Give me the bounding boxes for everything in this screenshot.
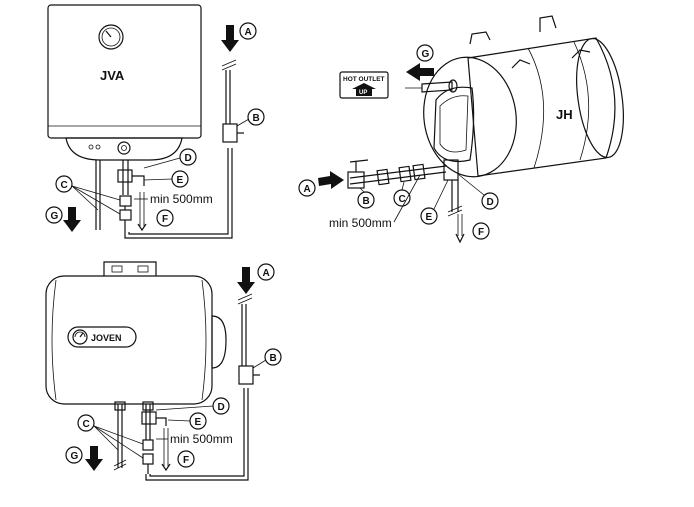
svg-text:F: F [162,214,168,225]
svg-text:D: D [185,153,192,164]
svg-text:B: B [253,113,260,124]
hot-outlet-tag: HOT OUTLET UP [339,71,389,99]
svg-text:B: B [363,196,370,207]
jva-callout-c: C [55,175,73,193]
svg-text:A: A [245,27,252,38]
joven-min-distance-label: min 500mm [170,432,233,446]
joven-callout-a: A [257,263,275,281]
joven-callout-g: G [65,446,83,464]
jva-callout-b: B [247,108,265,126]
hot-outlet-up-text: UP [359,90,367,96]
joven-arrow-a-icon [237,267,255,294]
jva-diagram: JVA A [45,4,265,239]
joven-arrow-g-icon [85,446,103,471]
svg-text:D: D [487,197,494,208]
hot-outlet-up-arrow-icon [352,83,376,96]
jva-thermostat-knob [117,141,131,155]
jh-callout-g: G [416,44,434,62]
jh-arrow-a-icon [318,171,344,189]
jh-relief-valve-d [443,159,459,181]
svg-text:E: E [177,175,184,186]
joven-brand-label: JOVEN [91,333,122,343]
svg-text:E: E [195,417,202,428]
jh-min-distance-label: min 500mm [329,216,392,230]
jh-diagram: JH HOT OUTLET UP G A B [298,15,624,244]
joven-callout-d: D [212,397,230,415]
jva-arrow-a-icon [221,25,239,52]
joven-stop-valve-b [238,365,254,385]
joven-diagram: JOVEN A B D [45,261,282,481]
jh-arrow-g-icon [406,63,434,81]
jva-arrow-g-icon [63,207,81,232]
jva-fitting-c1 [119,195,132,207]
svg-text:E: E [426,212,433,223]
jva-gauge-icon [98,24,124,50]
hot-outlet-text: HOT OUTLET [343,76,385,83]
joven-tank-body [45,275,213,405]
svg-text:G: G [51,211,59,222]
svg-text:F: F [478,227,484,238]
svg-text:B: B [270,353,277,364]
svg-text:A: A [304,184,311,195]
joven-callout-c: C [77,414,95,432]
jva-callout-e: E [171,170,189,188]
jh-callout-a: A [298,179,316,197]
jva-callout-a: A [239,22,257,40]
joven-relief-valve-e [141,411,157,425]
joven-callout-b: B [264,348,282,366]
jva-relief-valve-e [117,169,133,183]
svg-text:G: G [422,49,430,60]
jh-tank-body [467,37,616,177]
svg-text:C: C [61,180,68,191]
jh-callout-e: E [420,207,438,225]
jh-stop-valve-b [347,171,365,189]
jva-tank-body [47,4,202,139]
jva-model-label: JVA [100,68,125,83]
jh-callout-d: D [481,192,499,210]
svg-text:F: F [183,455,189,466]
svg-text:C: C [83,419,90,430]
jva-callout-g: G [45,206,63,224]
jva-callout-d: D [179,148,197,166]
svg-text:A: A [263,268,270,279]
jh-callout-b: B [357,191,375,209]
jh-model-label: JH [556,107,573,122]
jva-min-distance-label: min 500mm [150,192,213,206]
jh-callout-f: F [472,222,490,240]
jva-stop-valve-b [222,123,238,143]
joven-callout-e: E [189,412,207,430]
joven-callout-f: F [177,450,195,468]
jva-fitting-c2 [119,209,132,221]
svg-text:D: D [218,402,225,413]
svg-text:C: C [399,194,406,205]
joven-logo-badge: JOVEN [67,326,137,348]
svg-text:G: G [71,451,79,462]
jva-callout-f: F [156,209,174,227]
